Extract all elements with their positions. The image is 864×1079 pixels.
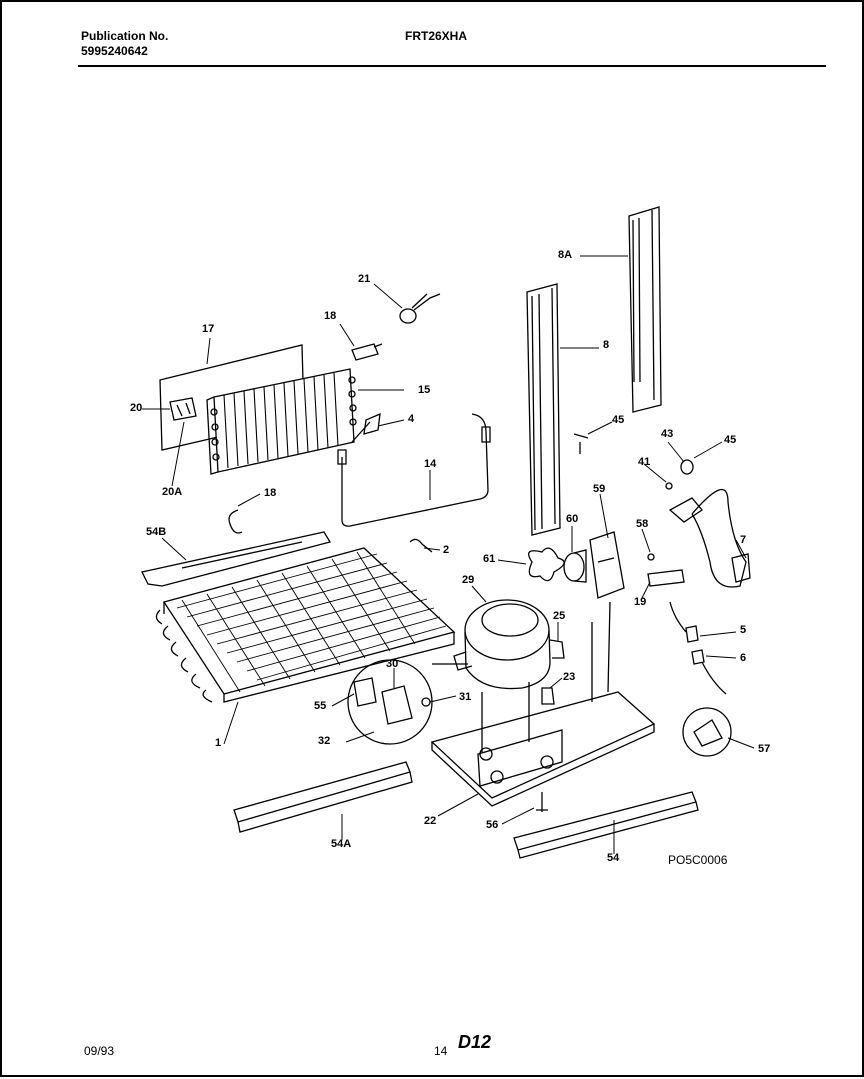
publication-number: 5995240642: [81, 44, 148, 58]
tube-14: [341, 413, 489, 527]
callout-label: 30: [386, 658, 399, 670]
part-2: [409, 538, 433, 553]
screw-41: [665, 482, 673, 490]
condenser-15: [206, 368, 357, 475]
page-number: 14: [434, 1044, 448, 1058]
callout-label: 61: [483, 553, 496, 565]
callout-label: 58: [636, 518, 649, 530]
bracket-54b: [141, 531, 332, 587]
callout-label: 19: [634, 596, 647, 608]
clip-20: [169, 397, 197, 421]
compressor-29: [453, 599, 551, 690]
publication-label: Publication No.: [81, 29, 169, 43]
base-pan-22: [430, 601, 656, 807]
callout-label: 59: [593, 483, 606, 495]
callout-label: 17: [202, 323, 215, 335]
callout-label: 14: [424, 458, 437, 470]
section-code: D12: [458, 1032, 492, 1052]
callout-label: 6: [740, 652, 747, 664]
screw-58: [647, 553, 655, 561]
callout-label: 4: [408, 413, 415, 425]
panel-8a: [628, 206, 662, 413]
callout-label: 2: [443, 544, 450, 556]
callout-label: 8A: [558, 249, 573, 261]
diagram-code: PO5C0006: [668, 853, 728, 867]
callout-label: 7: [740, 534, 747, 546]
callout-label: 18: [264, 487, 277, 499]
callout-label: 60: [566, 513, 579, 525]
callout-label: 20A: [162, 486, 183, 498]
callout-label: 41: [638, 456, 651, 468]
callout-label: 56: [486, 819, 499, 831]
callout-label: 15: [418, 384, 431, 396]
callout-label: 21: [358, 273, 371, 285]
footer-date: 09/93: [84, 1044, 115, 1058]
screw-45: [573, 433, 589, 454]
header-rule: [78, 65, 826, 67]
thermistor-4: [351, 412, 381, 443]
callout-label: 22: [424, 815, 437, 827]
rail-54a: [233, 761, 413, 833]
condenser-coil-1: [155, 547, 456, 703]
callout-label: 25: [553, 610, 566, 622]
callout-label: 55: [314, 700, 327, 712]
part-5: [669, 601, 699, 643]
model-number: FRT26XHA: [405, 29, 468, 43]
callout-label: 31: [459, 691, 472, 703]
callout-label: 1: [215, 737, 222, 749]
callout-label: 54A: [331, 838, 352, 850]
callout-label: 32: [318, 735, 331, 747]
callout-label: 54B: [146, 526, 167, 538]
part-19: [647, 569, 685, 587]
detail-circle: [347, 659, 468, 745]
callout-label: 57: [758, 743, 771, 755]
callout-label: 54: [607, 852, 620, 864]
fan-bracket-59: [589, 531, 625, 599]
part-6: [691, 649, 727, 695]
cover-57: [682, 707, 732, 757]
wire-harness-7: [668, 488, 751, 588]
leader-lines: [142, 255, 755, 854]
part-23: [541, 687, 555, 705]
callout-label: 43: [661, 428, 674, 440]
fan-motor-60: [563, 549, 587, 583]
callout-label: 5: [740, 624, 747, 636]
panel-8: [526, 283, 561, 536]
part-21: [399, 293, 441, 324]
part-25: [549, 639, 565, 659]
fan-blade-61: [528, 547, 565, 582]
part-43: [680, 459, 694, 475]
callout-label: 45: [724, 434, 737, 446]
callout-label: 18: [324, 310, 337, 322]
clip-18: [228, 509, 243, 534]
callout-label: 45: [612, 414, 625, 426]
callout-label: 20: [130, 402, 143, 414]
bolt-56: [536, 792, 548, 812]
callout-label: 8: [603, 339, 610, 351]
rail-54: [513, 791, 699, 859]
part-18: [351, 343, 383, 361]
callout-label: 29: [462, 574, 475, 586]
callout-label: 23: [563, 671, 576, 683]
